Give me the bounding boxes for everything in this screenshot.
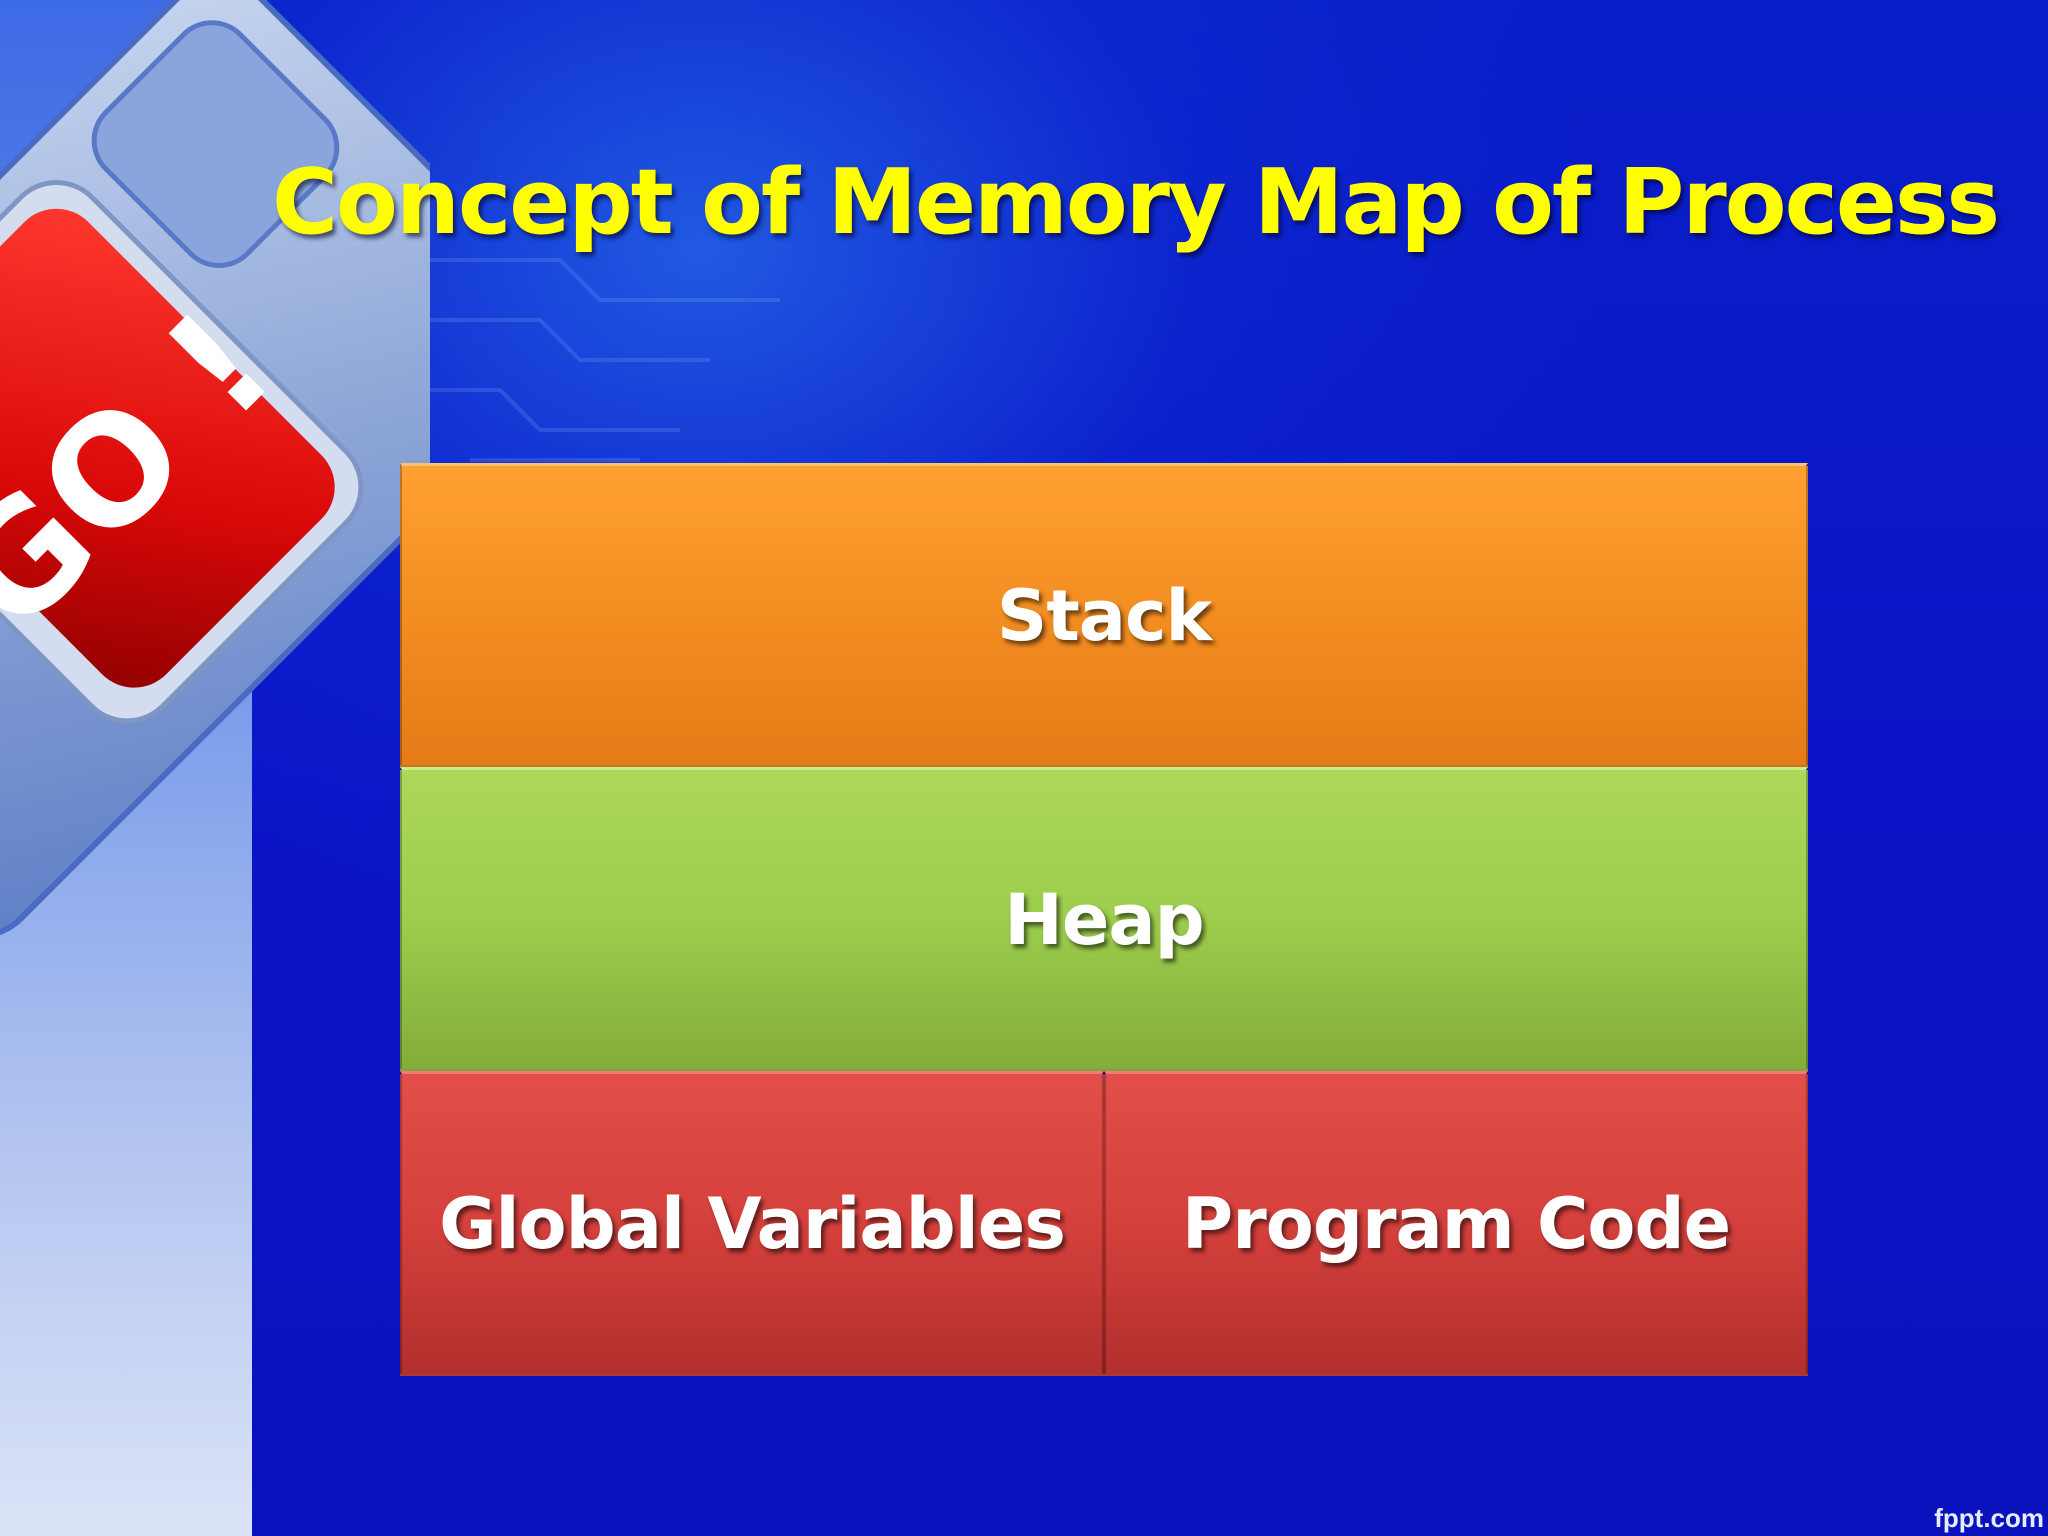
go-key-illustration: GO ! — [0, 0, 430, 939]
heap-segment: Heap — [400, 767, 1808, 1071]
background-circuit-lines — [380, 258, 780, 462]
watermark: fppt.com — [1934, 1503, 2044, 1533]
stack-segment: Stack — [400, 463, 1808, 767]
memory-map-diagram: Stack Heap Global Variables Program Code — [400, 463, 1808, 1376]
slide-title: Concept of Memory Map of Process — [272, 150, 2000, 255]
global-variables-segment: Global Variables — [400, 1071, 1104, 1376]
program-code-segment: Program Code — [1104, 1071, 1808, 1376]
